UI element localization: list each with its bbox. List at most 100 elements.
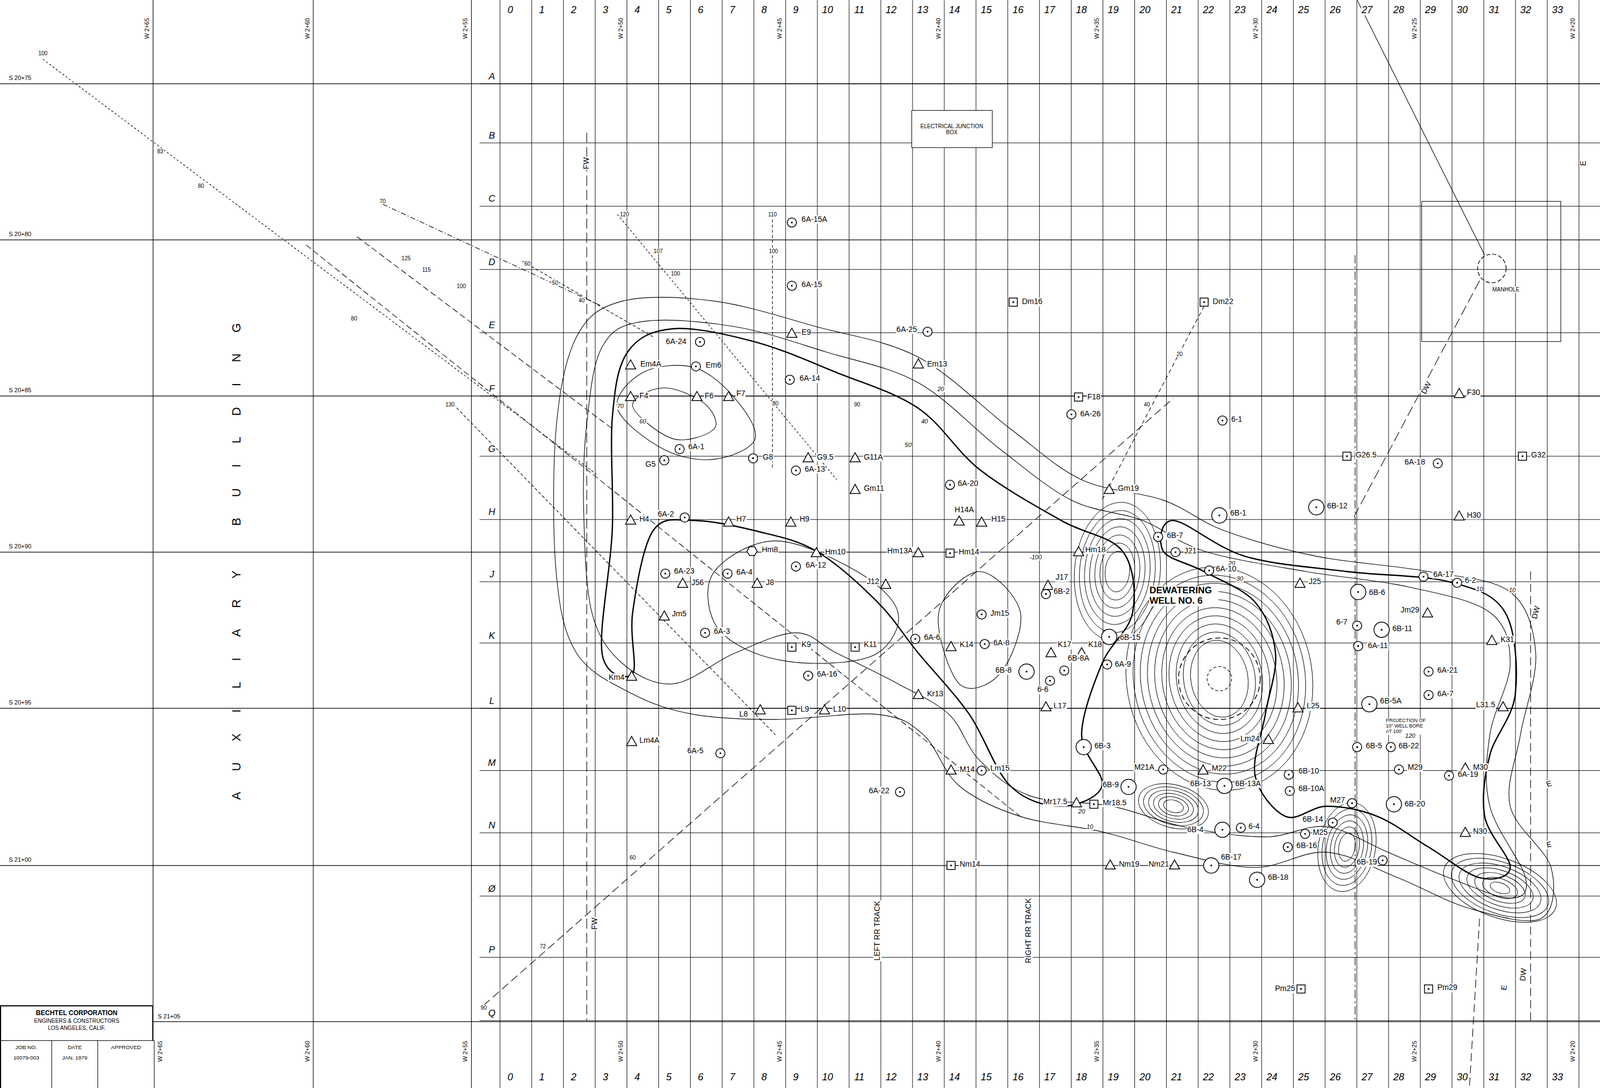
well-label: 6B-20 xyxy=(1403,799,1426,808)
grid-number: 16 xyxy=(1011,4,1024,16)
well-label: J25 xyxy=(1308,577,1322,586)
well-label: Dm22 xyxy=(1212,297,1234,307)
well-circle xyxy=(1386,742,1396,752)
well-label: 6A-13 xyxy=(804,465,826,474)
grid-row-letter: M xyxy=(487,758,497,769)
line-label: FW xyxy=(590,916,599,931)
piezometer-triangle xyxy=(786,328,797,338)
well-label: 6B-8 xyxy=(994,666,1013,675)
cell-text: DATE xyxy=(52,1044,98,1055)
grid-line xyxy=(479,205,1600,207)
well-circle xyxy=(1211,507,1227,524)
well-circle xyxy=(1120,778,1137,795)
depth-label: 20 xyxy=(1176,351,1184,358)
well-label: F4 xyxy=(638,391,649,400)
well-dot xyxy=(1315,506,1317,508)
well-label: M22 xyxy=(1211,764,1227,773)
contour-line xyxy=(1125,570,1313,788)
contour-line xyxy=(1434,839,1566,936)
well-circle xyxy=(1067,409,1077,420)
well-circle xyxy=(1102,659,1112,669)
well-circle xyxy=(1300,829,1310,839)
well-circle xyxy=(791,465,801,475)
grid-number: 29 xyxy=(1424,4,1437,16)
well-dot xyxy=(1357,591,1359,593)
grid-number: 14 xyxy=(948,4,961,16)
well-label: Pm29 xyxy=(1436,983,1459,992)
grid-number: 2 xyxy=(570,1071,577,1083)
well-circle xyxy=(1418,571,1429,582)
contour-line xyxy=(1080,515,1155,628)
well-label: 6A-20 xyxy=(956,479,979,488)
piezometer-triangle xyxy=(1042,580,1054,590)
grid-number: 1 xyxy=(538,4,546,16)
grid-row-letter: G xyxy=(487,443,496,455)
contour-label: 120 xyxy=(1404,732,1416,739)
contour-line xyxy=(553,297,1554,921)
well-label: 6B-13 xyxy=(1189,779,1212,788)
well-dot xyxy=(1448,774,1450,777)
grid-number: 21 xyxy=(1170,1071,1183,1083)
line-label: E xyxy=(1545,840,1553,850)
well-dot xyxy=(1240,826,1242,829)
well-label: 6B-4 xyxy=(1186,825,1205,834)
well-circle xyxy=(1158,764,1168,774)
depth-label: 130 xyxy=(444,400,456,407)
well-label: E9 xyxy=(800,328,812,337)
well-label: Jm5 xyxy=(671,610,687,619)
well-dot xyxy=(1070,413,1072,416)
contour-line xyxy=(1184,635,1254,722)
well-label: Hm14 xyxy=(958,547,980,556)
grid-number: 7 xyxy=(729,1071,736,1083)
grid-number: 8 xyxy=(760,1071,768,1083)
well-dot xyxy=(1356,624,1358,627)
grid-line xyxy=(975,0,977,1088)
contour-line xyxy=(1167,616,1272,741)
well-label: 6A-17 xyxy=(1432,570,1454,579)
well-dot xyxy=(790,709,793,711)
survey-line xyxy=(1354,255,1356,1021)
well-dot xyxy=(719,752,722,754)
grid-line xyxy=(1261,0,1263,1088)
well-dot xyxy=(1521,455,1524,457)
cell-text: JAN. 1979 xyxy=(52,1054,98,1065)
survey-line xyxy=(382,204,603,307)
grid-line xyxy=(943,0,945,1088)
well-dot xyxy=(1422,575,1425,578)
grid-number: 19 xyxy=(1107,1071,1120,1083)
well-circle xyxy=(922,327,933,337)
well-circle xyxy=(659,455,669,466)
well-dot xyxy=(664,572,667,575)
well-dot xyxy=(1427,988,1430,990)
contour-line xyxy=(1133,579,1305,778)
well-dot xyxy=(1174,551,1177,553)
contour-label: 20 xyxy=(936,385,945,393)
piezometer-triangle xyxy=(752,577,763,588)
grid-row-letter: B xyxy=(488,130,496,141)
grid-number: 13 xyxy=(916,1071,929,1083)
well-circle xyxy=(695,337,705,347)
grid-number: 15 xyxy=(979,1071,992,1083)
grid-line xyxy=(1102,0,1104,1088)
well-circle xyxy=(1361,696,1378,713)
well-dot xyxy=(794,469,797,472)
grid-number: 6 xyxy=(697,1071,704,1083)
well-label: 6A-15 xyxy=(800,280,823,289)
piezometer-triangle xyxy=(658,610,670,621)
station-label: W 2+60 xyxy=(304,17,311,40)
piezometer-triangle xyxy=(913,358,924,369)
well-label: Km4 xyxy=(608,673,625,682)
well-circle xyxy=(1101,629,1117,645)
line-label: E xyxy=(1499,983,1509,992)
survey-line xyxy=(1530,571,1531,1021)
well-label: M25 xyxy=(1312,828,1329,837)
well-label: K9 xyxy=(800,640,812,650)
piezometer-triangle xyxy=(913,547,924,558)
well-label: K17 xyxy=(1057,640,1072,650)
well-circle xyxy=(1350,584,1367,600)
well-dot xyxy=(1381,859,1384,862)
grid-row-letter: C xyxy=(488,193,496,205)
piezometer-triangle xyxy=(1454,388,1465,398)
well-dot xyxy=(1127,786,1130,788)
monitor-square xyxy=(1343,451,1352,461)
